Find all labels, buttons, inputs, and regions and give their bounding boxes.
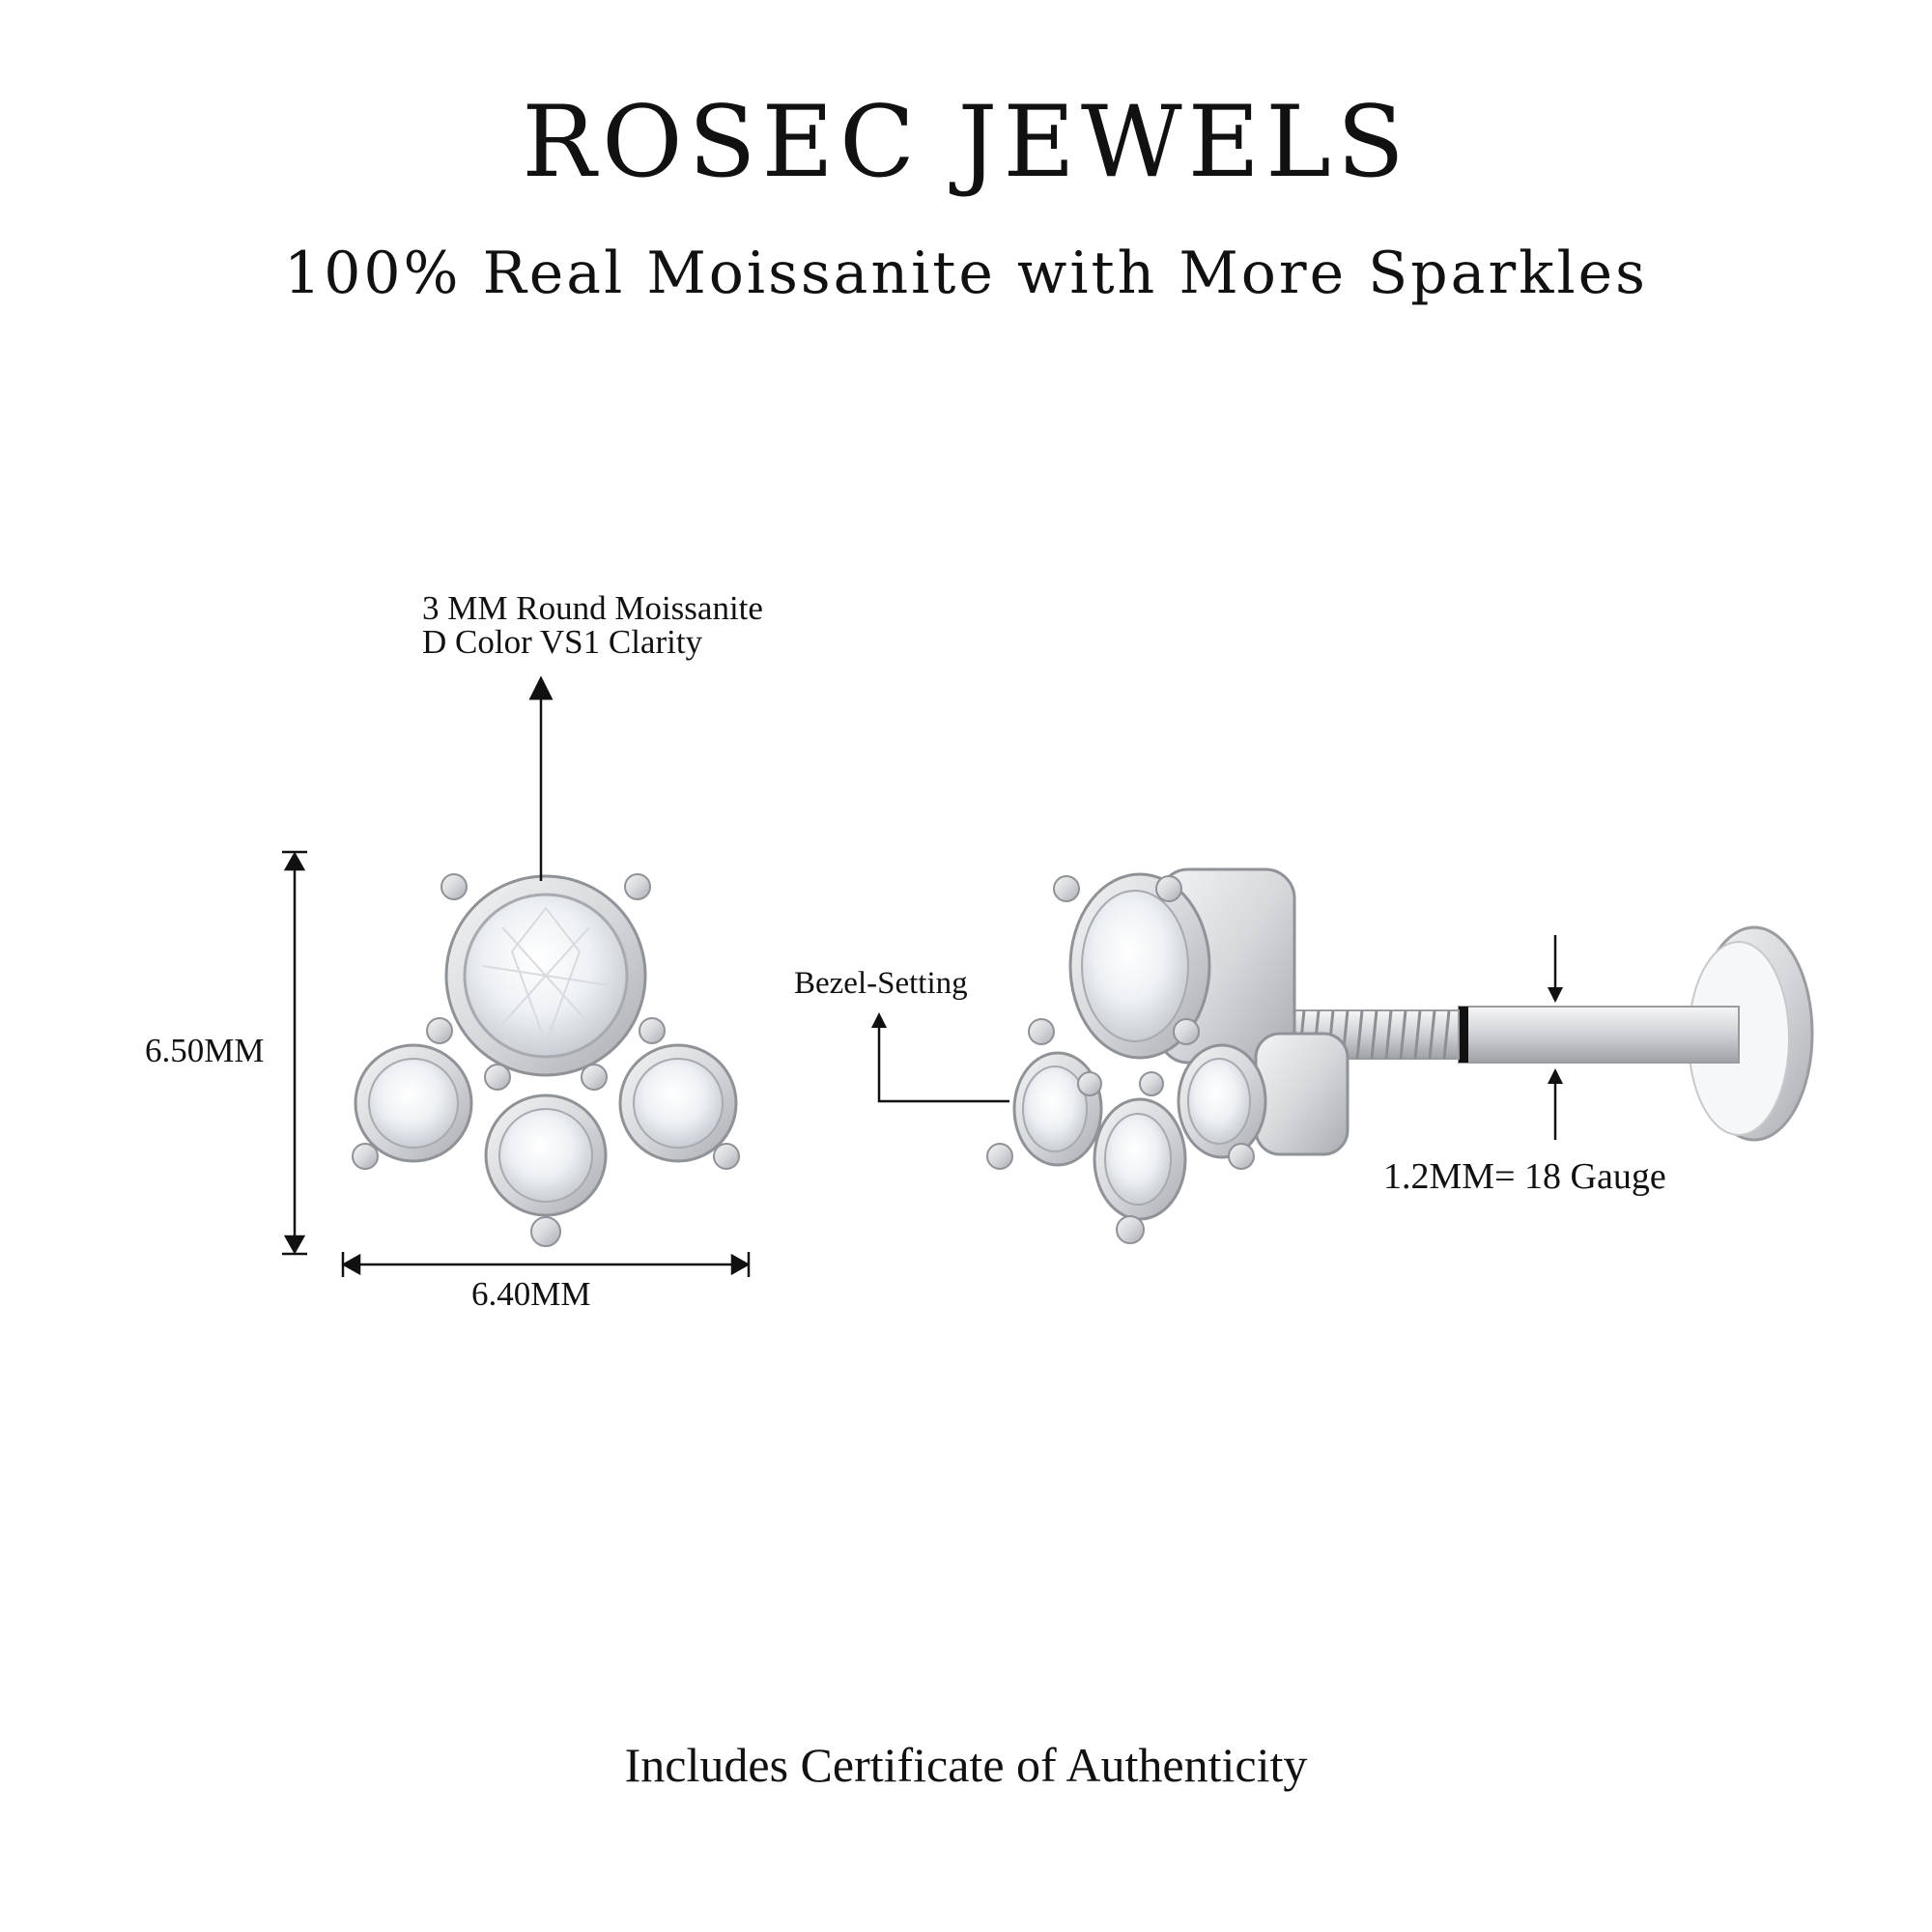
gauge-label: 1.2MM= 18 Gauge: [1383, 1156, 1666, 1197]
brand-tagline: 100% Real Moissanite with More Sparkles: [284, 240, 1648, 307]
height-label: 6.50MM: [145, 1032, 265, 1069]
side-head: [986, 867, 1350, 1244]
height-dimension: [282, 850, 307, 1256]
front-top-stone: [444, 874, 647, 1077]
brand-title: ROSEC JEWELS: [522, 85, 1410, 200]
stone-label-line2: D Color VS1 Clarity: [422, 623, 703, 661]
bezel-leader: [871, 1012, 1009, 1103]
side-view-earring: [986, 867, 1814, 1244]
front-left-stone: [354, 1043, 473, 1163]
stone-label-line1: 3 MM Round Moissanite: [422, 589, 763, 627]
front-right-stone: [618, 1043, 738, 1163]
bezel-setting-label: Bezel-Setting: [794, 966, 968, 1001]
width-dimension: [341, 1252, 751, 1277]
front-center-stone: [484, 1094, 608, 1217]
gauge-arrows: [1548, 935, 1563, 1140]
certificate-note: Includes Certificate of Authenticity: [624, 1738, 1308, 1792]
front-view-earring: [352, 873, 740, 1247]
shaft: [1293, 1006, 1740, 1064]
front-prongs: [352, 873, 740, 1247]
width-label: 6.40MM: [471, 1275, 591, 1313]
